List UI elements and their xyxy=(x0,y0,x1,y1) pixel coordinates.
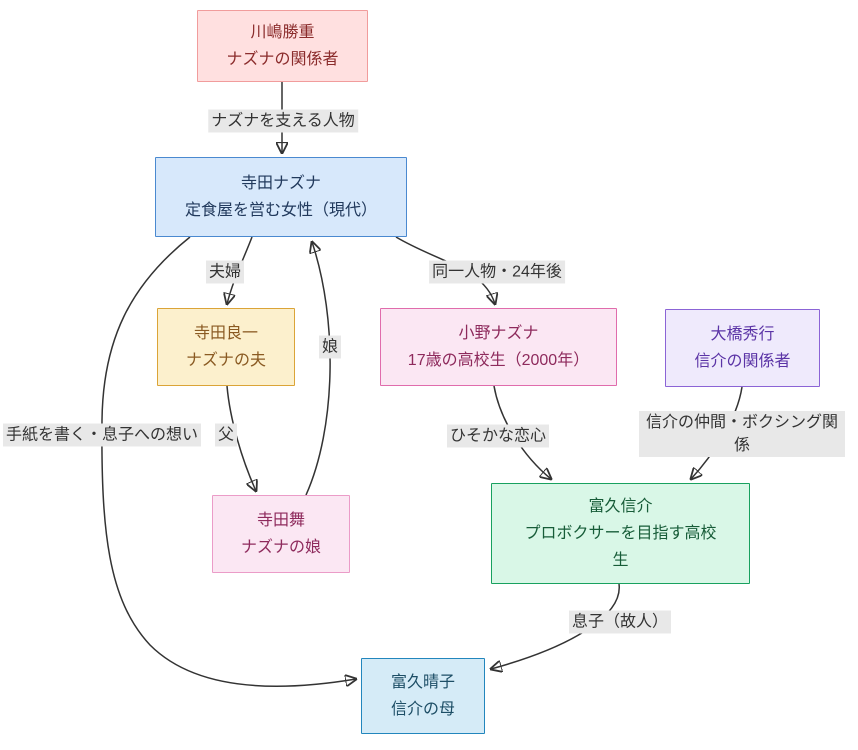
node-terada-ryoichi: 寺田良一 ナズナの夫 xyxy=(157,308,295,386)
node-role: プロボクサーを目指す高校生 xyxy=(524,525,717,569)
node-role: 17歳の高校生（2000年） xyxy=(407,352,590,369)
edge-label-father: 父 xyxy=(214,423,238,447)
node-ono-nazuna: 小野ナズナ 17歳の高校生（2000年） xyxy=(380,308,617,386)
node-ohashi-hideyuki: 大橋秀行 信介の関係者 xyxy=(665,309,820,387)
edge-label-secret-love: ひそかな恋心 xyxy=(446,424,550,448)
edge-mai-to-nazuna xyxy=(305,242,331,496)
node-name: 寺田ナズナ xyxy=(240,175,321,192)
node-tomihisa-haruko: 富久晴子 信介の母 xyxy=(361,658,485,734)
node-role: 定食屋を営む女性（現代） xyxy=(184,202,377,219)
node-name: 寺田舞 xyxy=(256,512,305,529)
edge-label-letter: 手紙を書く・息子への想い xyxy=(2,423,202,447)
edge-label-son: 息子（故人） xyxy=(568,610,672,634)
edge-label-supporter: ナズナを支える人物 xyxy=(208,109,358,133)
node-tomihisa-shinsuke: 富久信介 プロボクサーを目指す高校生 xyxy=(491,483,750,584)
node-kawashima-katsushige: 川嶋勝重 ナズナの関係者 xyxy=(197,10,368,82)
node-terada-mai: 寺田舞 ナズナの娘 xyxy=(212,495,350,573)
node-name: 富久晴子 xyxy=(390,674,455,691)
edge-label-boxing: 信介の仲間・ボクシング関係 xyxy=(639,411,845,457)
edge-label-daughter: 娘 xyxy=(318,335,342,359)
node-name: 富久信介 xyxy=(588,498,653,515)
node-role: 信介の母 xyxy=(390,701,455,718)
node-role: ナズナの夫 xyxy=(185,352,266,369)
node-name: 大橋秀行 xyxy=(710,326,775,343)
edge-label-same-person: 同一人物・24年後 xyxy=(429,260,565,284)
node-role: 信介の関係者 xyxy=(694,353,791,370)
edge-nazuna-to-haruko xyxy=(101,236,356,688)
edge-label-couple: 夫婦 xyxy=(205,260,245,284)
node-terada-nazuna: 寺田ナズナ 定食屋を営む女性（現代） xyxy=(155,157,407,237)
node-role: ナズナの娘 xyxy=(240,539,321,556)
node-name: 小野ナズナ xyxy=(458,325,539,342)
node-name: 寺田良一 xyxy=(193,325,258,342)
node-role: ナズナの関係者 xyxy=(226,51,339,68)
node-name: 川嶋勝重 xyxy=(250,24,315,41)
